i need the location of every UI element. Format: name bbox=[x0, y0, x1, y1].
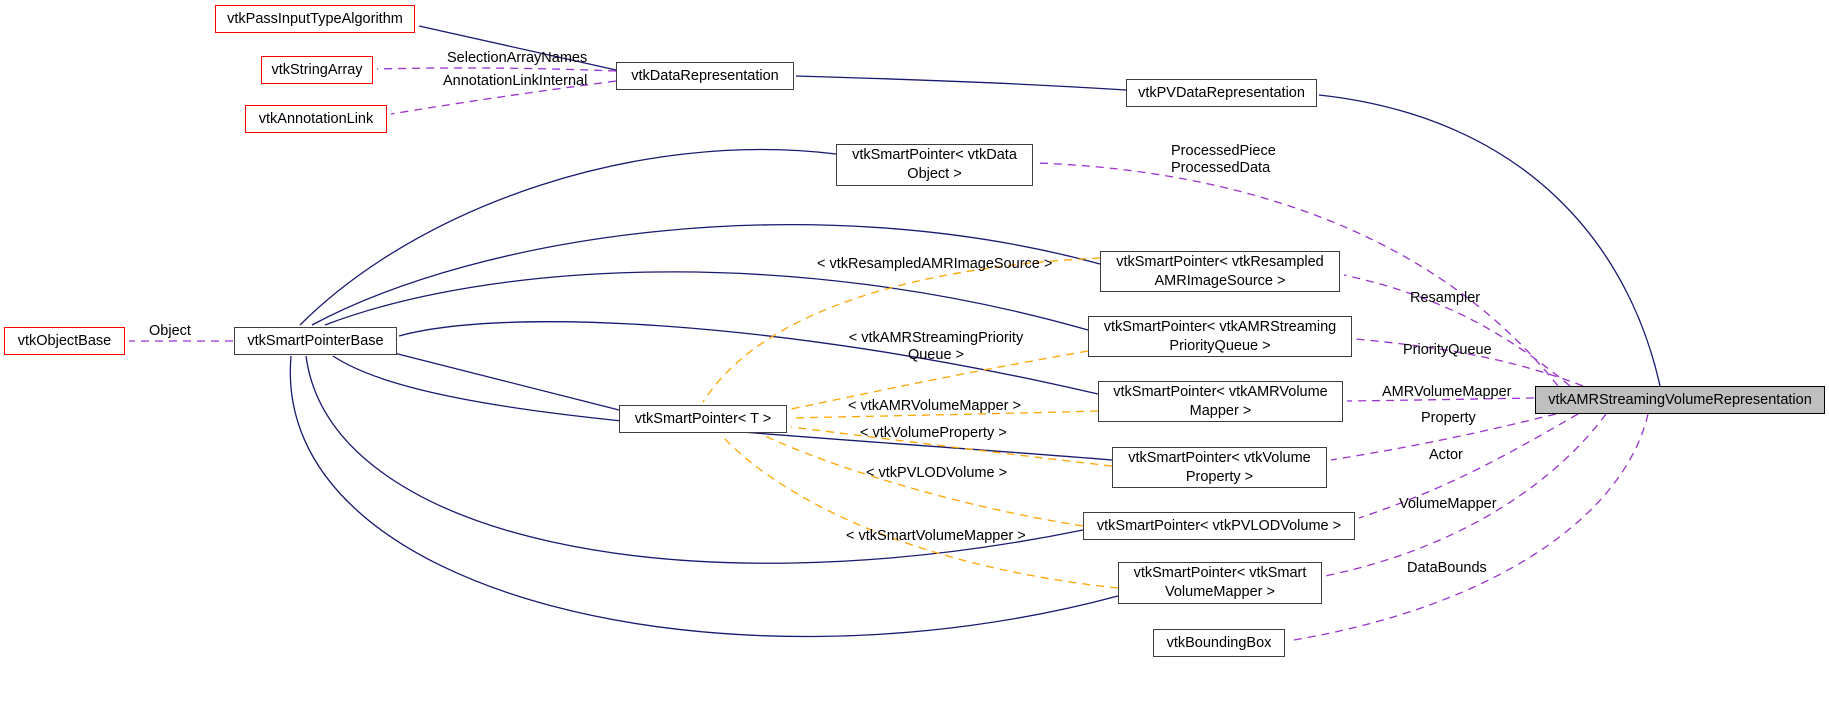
usage-edge-main-to-spamrvolumemapper bbox=[1346, 397, 1535, 402]
usage-edge-main-to-spresampled bbox=[1343, 274, 1571, 387]
inherit-edge-spt-to-spbase bbox=[389, 351, 620, 411]
inherit-edge-spamrvolumemapper-to-spbase bbox=[398, 321, 1099, 395]
template-edge-spsmartvolumemapper-to-spt bbox=[722, 436, 1119, 589]
node-vtkpassinputtypealgorithm[interactable]: vtkPassInputTypeAlgorithm bbox=[215, 5, 415, 33]
node-vtksmartpointer-vtkvolumeproperty[interactable]: vtkSmartPointer< vtkVolume Property > bbox=[1112, 447, 1327, 488]
node-vtksmartpointer-vtkdataobject[interactable]: vtkSmartPointer< vtkData Object > bbox=[836, 144, 1033, 186]
edge-label-actor: Actor bbox=[1429, 447, 1463, 463]
edge-label-annotationlinkinternal: AnnotationLinkInternal bbox=[443, 73, 588, 89]
node-vtksmartpointer-t[interactable]: vtkSmartPointer< T > bbox=[619, 405, 787, 433]
node-vtkdatarepresentation[interactable]: vtkDataRepresentation bbox=[616, 62, 794, 90]
template-edge-spvolumeproperty-to-spt bbox=[790, 426, 1113, 467]
node-vtksmartpointer-vtkamrvolumemapper[interactable]: vtkSmartPointer< vtkAMRVolume Mapper > bbox=[1098, 381, 1343, 422]
edge-label-databounds: DataBounds bbox=[1407, 560, 1487, 576]
edge-label-priorityqueue: PriorityQueue bbox=[1403, 342, 1492, 358]
edge-label-object: Object bbox=[149, 323, 191, 339]
template-edge-spamrvolumemapper-to-spt bbox=[790, 410, 1099, 419]
inherit-edge-datarep-to-passinput bbox=[418, 25, 617, 71]
inherit-edge-main-to-pvdatarep bbox=[1318, 94, 1661, 387]
node-vtkboundingbox[interactable]: vtkBoundingBox bbox=[1153, 629, 1285, 657]
node-vtkannotationlink[interactable]: vtkAnnotationLink bbox=[245, 105, 387, 133]
node-vtkobjectbase[interactable]: vtkObjectBase bbox=[4, 327, 125, 355]
usage-edge-main-to-sppriorityqueue bbox=[1355, 338, 1584, 387]
usage-edge-main-to-boundingbox bbox=[1287, 413, 1649, 642]
node-vtksmartpointer-vtksmartvolumemapper[interactable]: vtkSmartPointer< vtkSmart VolumeMapper > bbox=[1118, 562, 1322, 604]
template-label-amrvolumemapper: < vtkAMRVolumeMapper > bbox=[848, 398, 1022, 414]
inherit-edge-spsmartvolumemapper-to-spbase bbox=[289, 355, 1119, 638]
inherit-edge-spdataobject-to-spbase bbox=[299, 148, 837, 326]
inherit-edge-pvdatarep-to-datarep bbox=[795, 75, 1127, 91]
template-label-amrstreamingpriorityqueue: < vtkAMRStreamingPriority Queue > bbox=[848, 330, 1024, 364]
usage-edge-main-to-spdataobject bbox=[1037, 162, 1559, 387]
node-vtksmartpointer-vtkamrstreamingpriorityqueue[interactable]: vtkSmartPointer< vtkAMRStreaming Priorit… bbox=[1088, 316, 1352, 357]
template-label-volumeproperty: < vtkVolumeProperty > bbox=[860, 425, 1007, 441]
usage-edge-main-to-spvolumeproperty bbox=[1330, 413, 1557, 461]
usage-edge-main-to-spsmartvolumemapper bbox=[1324, 413, 1607, 577]
node-vtksmartpointer-vtkpvlodvolume[interactable]: vtkSmartPointer< vtkPVLODVolume > bbox=[1083, 512, 1355, 540]
usage-edge-datarep-to-stringarray bbox=[376, 67, 617, 72]
node-vtksmartpointerbase[interactable]: vtkSmartPointerBase bbox=[234, 327, 397, 355]
template-label-pvlodvolume: < vtkPVLODVolume > bbox=[866, 465, 1008, 481]
inherit-edge-spresampled-to-spbase bbox=[311, 223, 1101, 326]
inherit-edge-sppriorityqueue-to-spbase bbox=[324, 271, 1089, 331]
template-label-resampledamrimagesource: < vtkResampledAMRImageSource > bbox=[817, 256, 1053, 272]
edge-label-selectionarraynames: SelectionArrayNames bbox=[447, 50, 588, 66]
template-edge-sppvlodvolume-to-spt bbox=[764, 435, 1084, 527]
usage-edge-datarep-to-annotationlink bbox=[390, 80, 617, 115]
template-label-smartvolumemapper: < vtkSmartVolumeMapper > bbox=[846, 528, 1026, 544]
edge-label-volumemapper: VolumeMapper bbox=[1399, 496, 1497, 512]
template-edge-spresampled-to-spt bbox=[702, 257, 1101, 403]
edge-label-processedpiece-processeddata: ProcessedPiece ProcessedData bbox=[1171, 143, 1276, 177]
node-vtksmartpointer-vtkresampledamrimagesource[interactable]: vtkSmartPointer< vtkResampled AMRImageSo… bbox=[1100, 251, 1340, 292]
edge-label-amrvolumemapper: AMRVolumeMapper bbox=[1382, 384, 1512, 400]
edge-label-property: Property bbox=[1421, 410, 1476, 426]
edge-label-resampler: Resampler bbox=[1410, 290, 1481, 306]
node-vtkamrstreamingvolumerepresentation: vtkAMRStreamingVolumeRepresentation bbox=[1535, 386, 1825, 414]
inherit-edge-sppvlodvolume-to-spbase bbox=[305, 355, 1084, 564]
node-vtkpvdatarepresentation[interactable]: vtkPVDataRepresentation bbox=[1126, 79, 1317, 107]
node-vtkstringarray[interactable]: vtkStringArray bbox=[261, 56, 373, 84]
